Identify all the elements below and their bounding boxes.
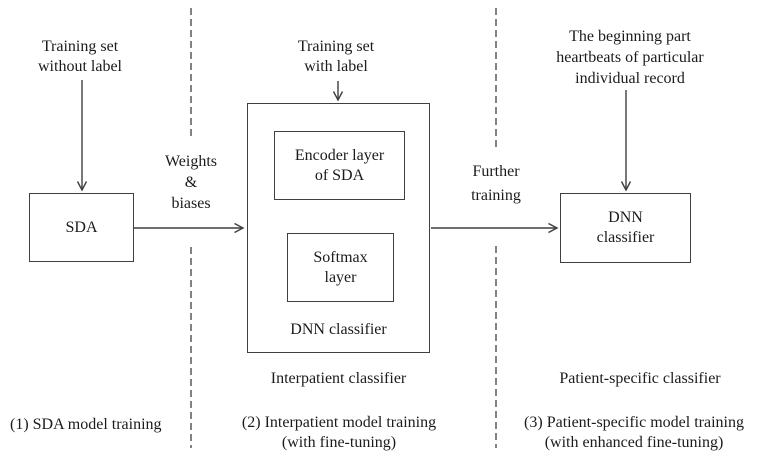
stage1-caption: (1) SDA model training [10,416,162,433]
interpatient-dnn-box-label: DNN classifier [290,321,387,338]
weights-biases-label: Weights & biases [164,153,218,212]
softmax-layer-box-label: Softmax layer [313,248,368,286]
stage3-subtitle: Patient-specific classifier [559,370,721,387]
stage3-caption: (3) Patient-specific model training (wit… [524,414,744,451]
patient-specific-dnn-box: DNN classifier [560,193,691,263]
sda-box: SDA [29,193,134,262]
sda-box-label: SDA [65,218,98,236]
softmax-layer-box: Softmax layer [287,233,394,302]
interpatient-dnn-box [247,103,430,353]
stage2-subtitle: Interpatient classifier [270,370,407,387]
encoder-layer-box-label: Encoder layer of SDA [294,146,385,184]
stage2-input-label: Training set with label [297,38,375,75]
patient-specific-dnn-box-label: DNN classifier [596,209,655,246]
stage2-caption: (2) Interpatient model training (with fi… [241,414,437,451]
stage1-input-label: Training set without label [38,38,122,75]
encoder-layer-box: Encoder layer of SDA [274,131,405,200]
further-training-label: Further training [471,163,521,204]
stage3-input-label: The beginning part heartbeats of particu… [556,28,704,87]
